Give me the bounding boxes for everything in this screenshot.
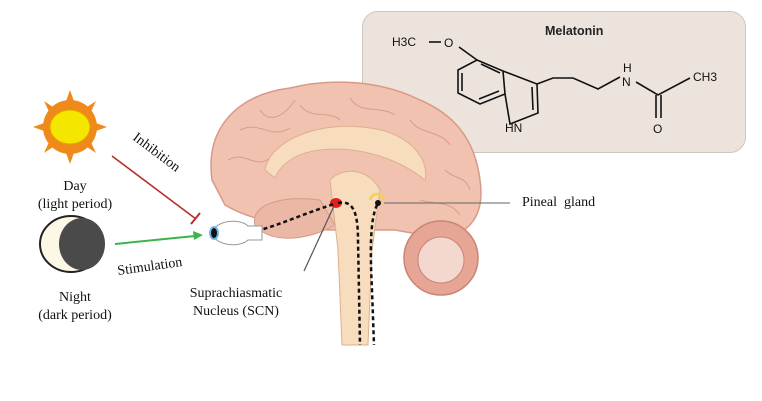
brain-gyri [227, 97, 471, 216]
arbor-vitae [417, 236, 465, 284]
brain-illustration [210, 81, 482, 346]
molecule-label-indole-nh: HN [505, 121, 522, 135]
day-label-line1: Day [63, 179, 87, 194]
eye-icon [209, 220, 263, 246]
stimulation-arrow [114, 231, 203, 245]
molecule-label-methyl-right: CH3 [693, 70, 717, 84]
dark-period-label: (dark period) [38, 308, 112, 323]
pineal-gland-label: Pineal gland [522, 195, 596, 210]
pineal-dot [375, 200, 381, 206]
molecule-label-methyl-left: H3C [392, 35, 416, 49]
scn-label-line2: Nucleus (SCN) [193, 304, 279, 319]
inhibition-label: Inhibition [130, 130, 183, 175]
sun-icon [33, 90, 107, 164]
light-period-label: (light period) [37, 197, 113, 212]
stimulation-label: Stimulation [116, 255, 183, 279]
night-label: Night [59, 290, 91, 305]
pineal-gland-marker [368, 192, 386, 201]
day-label: Day [40, 178, 110, 195]
molecule-label-ether-oxygen: O [444, 36, 453, 50]
pyrrole-ring [502, 70, 539, 126]
scn-label-line1: Suprachiasmatic [189, 286, 283, 301]
molecule-title: Melatonin [545, 24, 603, 38]
temporal-lobe [254, 198, 336, 239]
melatonin-molecule [429, 41, 691, 126]
moon-icon [39, 215, 105, 273]
scn-leader-line [303, 205, 335, 272]
inhibition-arrow [111, 155, 201, 225]
molecule-label-amide-h: H [623, 61, 632, 75]
molecule-label-carbonyl-oxygen: O [653, 122, 662, 136]
molecule-label-amide-n: N [622, 75, 631, 89]
corpus-callosum [264, 125, 427, 181]
